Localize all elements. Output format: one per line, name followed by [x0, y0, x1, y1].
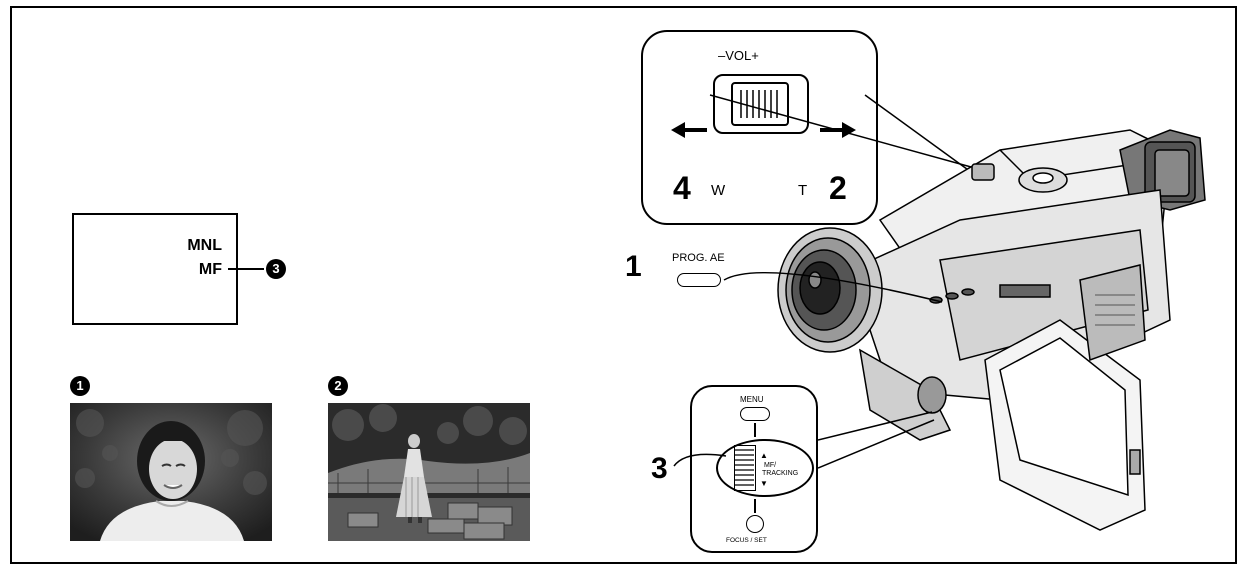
menu-button[interactable] — [740, 407, 770, 421]
prog-ae-button[interactable] — [677, 273, 721, 287]
menu-label: MENU — [740, 395, 764, 404]
full-length-portrait-photo — [328, 403, 530, 541]
mf-tracking-dial[interactable] — [734, 445, 756, 491]
prog-ae-leader-line — [722, 258, 952, 308]
callout-line — [228, 268, 264, 270]
callout-marker-3: 3 — [266, 259, 286, 279]
photo-marker-2: 2 — [328, 376, 348, 396]
connector-line-top — [754, 423, 756, 437]
connector-line-bottom — [754, 499, 756, 513]
step-number-4: 4 — [673, 170, 691, 207]
step-number-1: 1 — [625, 250, 642, 284]
photo-marker-1: 1 — [70, 376, 90, 396]
step-number-3: 3 — [651, 452, 668, 486]
close-up-portrait-photo — [70, 403, 272, 541]
step-3-leader-line — [672, 448, 732, 472]
volume-label: –VOL+ — [718, 48, 759, 63]
dial-down-arrow-icon: ▼ — [760, 479, 768, 488]
prog-ae-label: PROG. AE — [672, 252, 725, 264]
dial-label-mf: MF/ — [764, 462, 776, 469]
viewfinder-display: MNL MF — [72, 213, 238, 325]
dial-up-arrow-icon: ▲ — [760, 451, 768, 460]
display-mode-mf: MF — [199, 261, 222, 279]
focus-set-label: FOCUS / SET — [726, 537, 767, 544]
display-mode-mnl: MNL — [187, 237, 222, 255]
dial-panel-leader-lines — [818, 400, 938, 480]
dial-label-tracking: TRACKING — [762, 470, 798, 477]
focus-set-button[interactable] — [746, 515, 764, 533]
